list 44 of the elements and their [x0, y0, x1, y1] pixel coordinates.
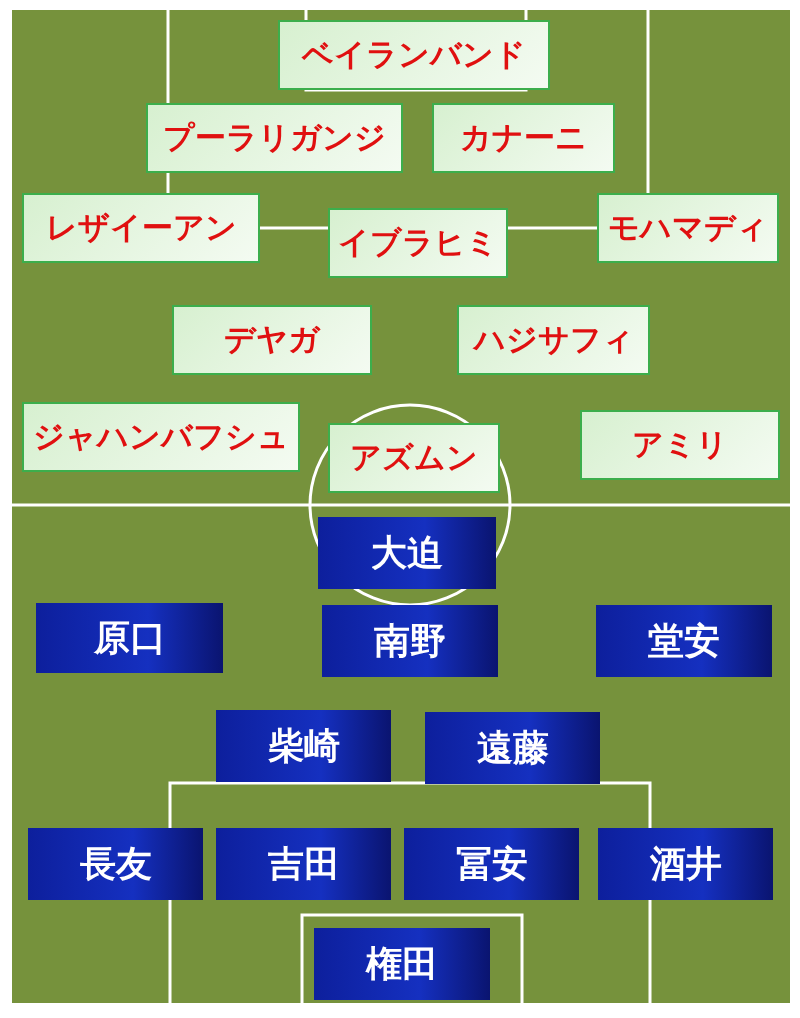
player-name-card: [457, 305, 650, 375]
player-name-card: [580, 410, 780, 480]
player-name: ベイランバンド: [302, 35, 526, 74]
player-name-card: [597, 193, 779, 263]
player-name: アミリ: [632, 425, 728, 464]
player-name: 酒井: [649, 841, 722, 886]
player-name: デヤガ: [224, 320, 320, 359]
player-name: 南野: [374, 618, 446, 663]
player-name-card: [318, 517, 496, 589]
player-name-card: [314, 928, 490, 1000]
player-name-card: [146, 103, 403, 173]
player-name-card: [278, 20, 550, 90]
player-name: ジャハンバフシュ: [33, 417, 289, 456]
player-name-card: [172, 305, 372, 375]
player-name: 長友: [79, 841, 152, 886]
player-name: 柴崎: [267, 723, 340, 768]
player-name: アズムン: [350, 438, 478, 477]
player-name: イブラヒミ: [338, 223, 498, 262]
player-name-card: [36, 603, 223, 673]
player-name: レザイーアン: [45, 208, 237, 247]
player-name-card: [216, 828, 391, 900]
player-name: 堂安: [648, 618, 720, 663]
player-name: カナーニ: [460, 118, 587, 157]
player-name-card: [22, 193, 260, 263]
player-name-card: [216, 710, 391, 782]
player-name: プーラリガンジ: [163, 118, 386, 157]
player-name: ハジサフィ: [473, 320, 634, 359]
player-name-card: [598, 828, 773, 900]
player-name: 冨安: [455, 841, 528, 886]
player-name-card: [322, 605, 498, 677]
player-name-card: [425, 712, 600, 784]
player-name-card: [432, 103, 615, 173]
player-name-card: [596, 605, 772, 677]
player-name: 原口: [93, 615, 166, 660]
player-name: 大迫: [371, 530, 443, 575]
player-name: 権田: [366, 941, 438, 986]
player-name-card: [22, 402, 300, 472]
player-name: モハマディ: [608, 208, 768, 247]
player-name-card: [328, 208, 508, 278]
player-name: 吉田: [267, 841, 340, 886]
player-name-card: [328, 423, 500, 493]
player-name-card: [28, 828, 203, 900]
player-name-card: [404, 828, 579, 900]
player-name: 遠藤: [476, 725, 549, 770]
